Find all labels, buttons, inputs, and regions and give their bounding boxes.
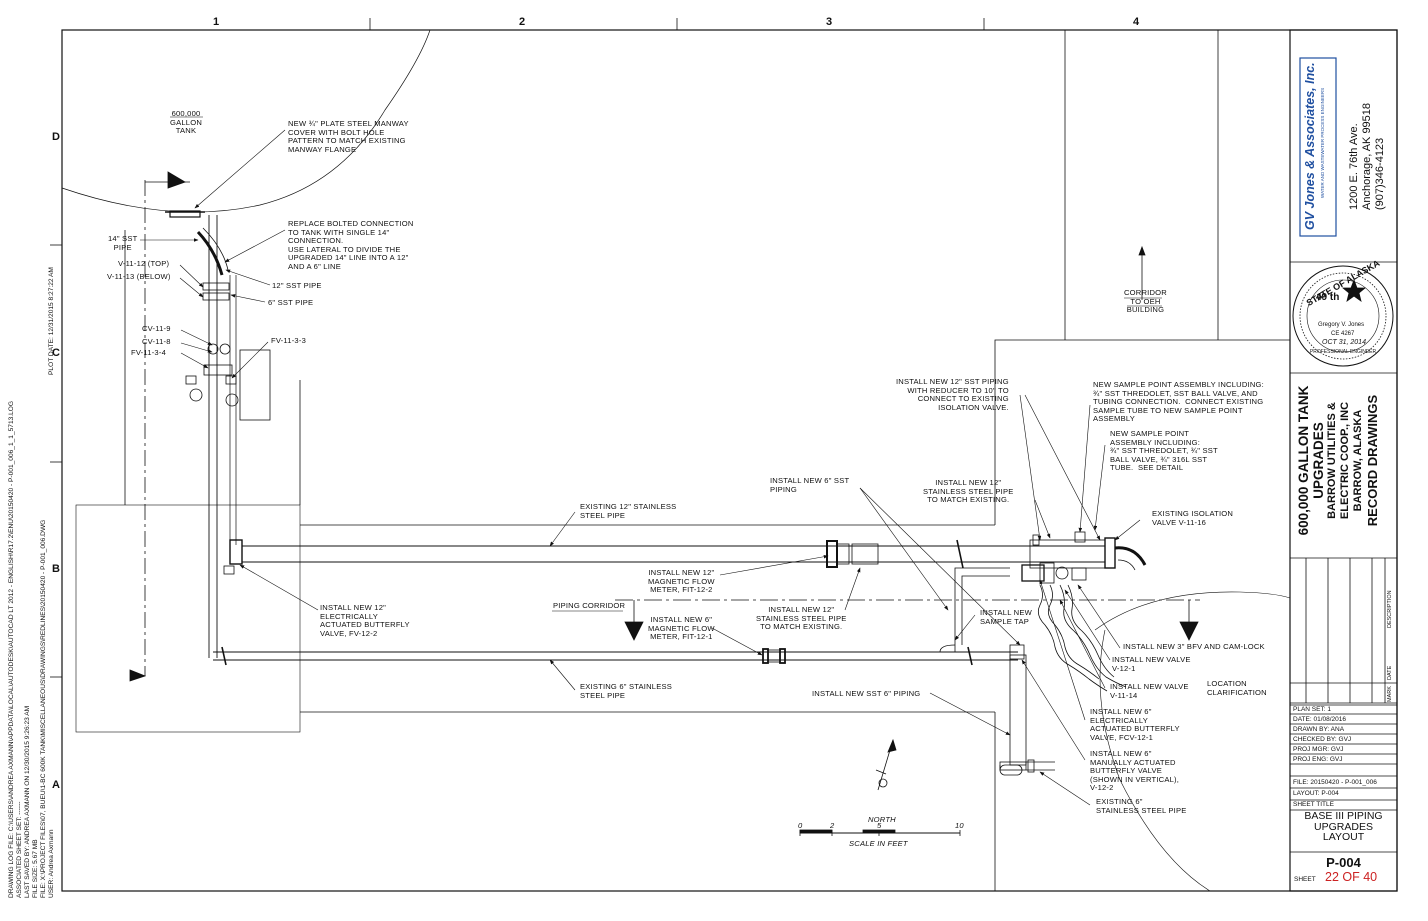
project-title-line2: UPGRADES [1311,422,1326,499]
north-label: NORTH [868,815,896,824]
tank-label: 600,000 GALLON TANK [170,109,203,136]
checked-by: CHECKED BY: GVJ [1293,736,1352,743]
manual-butterfly-6-note: INSTALL NEW 6" MANUALLY ACTUATED BUTTERF… [1090,749,1180,793]
company-name: GV Jones & Associates, Inc. [1303,62,1317,230]
valve-v-12-1-note: INSTALL NEW VALVE V-12-1 [1112,655,1191,673]
elec-butterfly-6-note: INSTALL NEW 6" ELECTRICALLY ACTUATED BUT… [1090,707,1180,742]
file-path: FILE: X:\PROJECT FILES\07, BUEU\1-BC 600… [40,519,47,898]
client-line3: BARROW, ALASKA [1352,409,1364,512]
sheet-count: 22 OF 40 [1325,870,1378,884]
sample-assembly-note: NEW SAMPLE POINT ASSEMBLY INCLUDING: ¾" … [1093,380,1264,424]
valve-fv-11-3-4: FV-11-3-4 [131,348,166,357]
plan-date: DATE: 01/08/2016 [1293,716,1346,723]
valve-cv-11-8: CV-11-8 [142,337,171,346]
grid-row-d: D [52,131,60,143]
install-6-sst-note: INSTALL NEW 6" SST PIPING [770,476,850,494]
install-12-ss-note: INSTALL NEW 12" STAINLESS STEEL PIPE TO … [923,478,1014,505]
layout-name: LAYOUT: P-004 [1293,790,1339,797]
valve-v-11-12: V-11-12 (TOP) [118,259,170,268]
scale-label: SCALE IN FEET [849,839,908,848]
grid-col-1: 1 [213,16,220,28]
plot-date: PLOT DATE: 12/31/2015 8:27:22 AM [48,267,55,375]
piping-corridor-label: PIPING CORRIDOR [553,601,626,610]
rev-header-mark: MARK [1387,686,1393,702]
manway-note: NEW ¾" PLATE STEEL MANWAY COVER WITH BOL… [288,119,409,154]
address-line2: Anchorage, AK 99518 [1361,102,1373,210]
valve-fv-11-3-3: FV-11-3-3 [271,336,306,345]
record-drawings: RECORD DRAWINGS [1365,394,1380,527]
sheet-title-label: SHEET TITLE [1293,801,1334,808]
pipe6-label: 6" SST PIPE [268,298,314,307]
title-block-frame [1289,29,1398,892]
existing-isolation-valve: EXISTING ISOLATION VALVE V-11-16 [1152,509,1234,527]
bfv3-note: INSTALL NEW 3" BFV AND CAM-LOCK [1123,642,1265,651]
grid-col-3: 3 [826,16,833,28]
install-12-sst-note: INSTALL NEW 12" SST PIPING WITH REDUCER … [896,377,1009,412]
grid-row-b: B [52,563,60,575]
company-tagline: WATER AND WASTEWATER PROCESS ENGINEERS [1320,87,1325,198]
proj-mgr: PROJ MGR: GVJ [1293,746,1344,753]
install-12-ss-note-2: INSTALL NEW 12" STAINLESS STEEL PIPE TO … [756,605,847,632]
project-title-line1: 600,000 GALLON TANK [1296,385,1311,536]
company-address: 1200 E. 76th Ave. Anchorage, AK 99518 (9… [1348,103,1387,210]
sheet-number: P-004 [1326,855,1361,870]
scale-tick-0: 0 [798,821,803,830]
proj-eng: PROJ ENG: GVJ [1293,756,1343,763]
grid-row-a: A [52,779,60,791]
plan-set: PLAN SET: 1 [1293,706,1331,713]
sheet-label: SHEET [1294,876,1316,883]
client-line2: ELECTRIC COOP., INC [1339,401,1351,520]
replace-note: REPLACE BOLTED CONNECTION TO TANK WITH S… [288,219,414,271]
pipe12-label: 12" SST PIPE [272,281,322,290]
existing-12-pipe: EXISTING 12" STAINLESS STEEL PIPE [580,502,677,520]
mag-meter-12-note: INSTALL NEW 12" MAGNETIC FLOW METER, FIT… [648,568,715,595]
file-name: FILE: 20150420 - P-001_006 [1293,779,1377,786]
valve-v-11-14-note: INSTALL NEW VALVE V-11-14 [1110,682,1189,700]
grid-col-4: 4 [1133,16,1140,28]
company-logo: GV Jones & Associates, Inc. WATER AND WA… [1300,58,1336,236]
address-line1: 1200 E. 76th Ave. [1348,123,1360,210]
client-line1: BARROW UTILITIES & [1326,402,1338,519]
associated-sheet-set: ASSOCIATED SHEET SET: ------ [16,801,23,898]
sample-tap-note: INSTALL NEW SAMPLE TAP [980,608,1032,626]
butterfly-12-note: INSTALL NEW 12" ELECTRICALLY ACTUATED BU… [320,603,410,638]
seal-number: 49 th [1316,292,1340,303]
scale-tick-2: 2 [830,821,835,830]
seal-bottom: PROFESSIONAL ENGINEER [1309,349,1377,355]
phone: (907)346-4123 [1374,137,1386,210]
valve-v-11-13: V-11-13 (BELOW) [107,272,171,281]
scale-tick-5: 5 [877,821,882,830]
project-title: 600,000 GALLON TANK UPGRADES BARROW UTIL… [1296,378,1380,543]
seal-date: OCT 31, 2014 [1322,339,1366,346]
user: USER: Andrea Axmann [48,829,55,898]
tank-outline [61,29,431,213]
file-size: FILE SIZE: 5.67 MB [32,839,39,898]
sample-point-note: NEW SAMPLE POINT ASSEMBLY INCLUDING: ¾" … [1110,429,1218,473]
rev-header-description: DESCRIPTION [1387,590,1393,628]
location-clarification: LOCATION CLARIFICATION [1207,679,1267,697]
grid-row-c: C [52,347,60,359]
rev-header-date: DATE [1387,665,1393,680]
scale-tick-10: 10 [955,821,964,830]
sheet-title: BASE III PIPING UPGRADES LAYOUT [1304,810,1383,843]
seal-ce-number: CE 4267 [1331,331,1355,337]
grid-col-2: 2 [519,16,526,28]
valve-cv-11-9: CV-11-9 [142,324,171,333]
corridor-oeh-label: CORRIDOR TO OEH BUILDING [1124,288,1167,315]
seal-engineer-name: Gregory V. Jones [1318,322,1365,328]
drawn-by: DRAWN BY: ANA [1293,726,1345,733]
existing-6-pipe: EXISTING 6" STAINLESS STEEL PIPE [580,682,672,700]
existing-6-pipe-b: EXISTING 6" STAINLESS STEEL PIPE [1096,797,1187,815]
drawing-log-file: DRAWING LOG FILE: C:\USERS\ANDREA AXMANN… [8,400,15,898]
last-saved: LAST SAVED BY: ANDREA AXMANN ON 12/30/20… [24,705,31,898]
mag-meter-6-note: INSTALL NEW 6" MAGNETIC FLOW METER, FIT-… [648,615,715,642]
install-sst-6-note: INSTALL NEW SST 6" PIPING [812,689,921,698]
pipe14-label: 14" SST PIPE [108,234,138,252]
